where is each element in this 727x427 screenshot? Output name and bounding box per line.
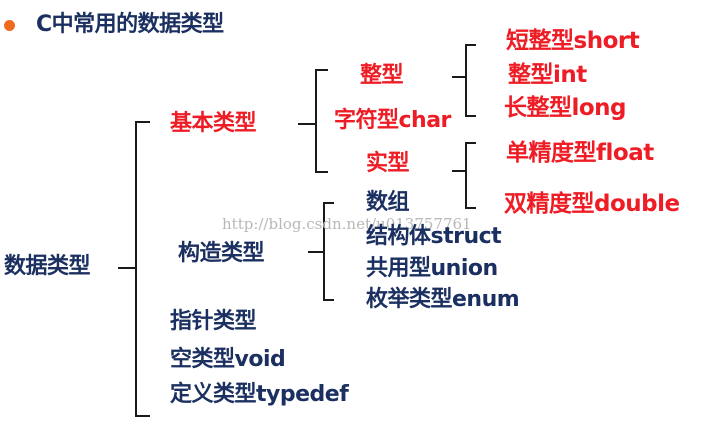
float-type-label: 单精度型float [506, 140, 654, 166]
root-label: 数据类型 [4, 254, 91, 279]
enum-type-label: 枚举类型enum [366, 287, 520, 312]
array-type-label: 数组 [366, 190, 410, 215]
construct-bracket [308, 202, 334, 301]
typedef-type-label: 定义类型typedef [170, 382, 349, 407]
long-type-label: 长整型long [504, 95, 627, 121]
bullet-dot-icon [4, 20, 15, 31]
real-type-label: 实型 [366, 151, 410, 176]
void-type-label: 空类型void [170, 347, 286, 372]
double-type-label: 双精度型double [504, 191, 680, 217]
short-type-label: 短整型short [506, 28, 640, 54]
basic-bracket [298, 69, 328, 173]
union-type-label: 共用型union [366, 256, 498, 281]
root-bracket [118, 121, 150, 417]
basic-type-label: 基本类型 [170, 111, 257, 136]
struct-type-label: 结构体struct [366, 224, 502, 249]
watermark-text: http://blog.csdn.net/u013757761 [222, 215, 472, 233]
real-bracket [452, 142, 476, 209]
int-type-label: 整型int [508, 62, 587, 88]
pointer-type-label: 指针类型 [170, 309, 257, 334]
integer-type-label: 整型 [360, 63, 404, 88]
char-type-label: 字符型char [334, 108, 451, 133]
page-title: C中常用的数据类型 [36, 12, 224, 37]
construct-type-label: 构造类型 [178, 241, 265, 266]
integer-bracket [452, 44, 476, 117]
